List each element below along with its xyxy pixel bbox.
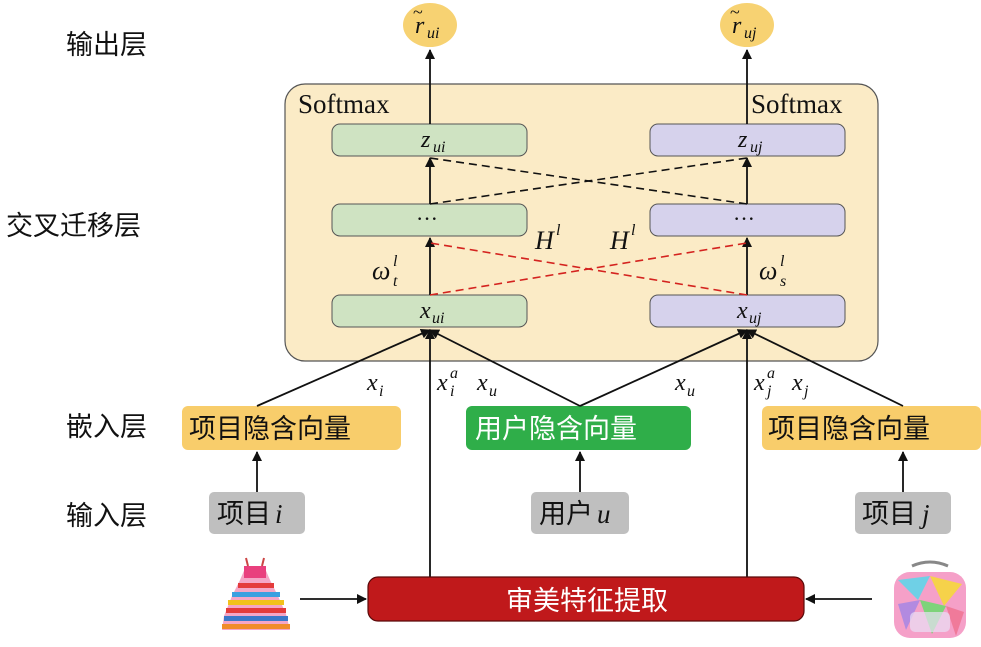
label-xja-sub: j	[765, 383, 772, 400]
input-user-u-box	[531, 492, 629, 534]
cross-dashed-black-2	[429, 157, 748, 205]
arrow-embed-item-to-xuj	[746, 329, 904, 407]
omega-s-sub: s	[780, 273, 786, 290]
output-node-left	[403, 3, 457, 47]
label-xu-right-base: x	[674, 370, 686, 396]
aesthetic-extraction-box	[367, 576, 805, 622]
layer-label-output: 输出层	[66, 30, 147, 61]
input-item-j-text: 项目	[862, 499, 916, 530]
input-item-i-var: i	[275, 499, 283, 529]
softmax-label-right: Softmax	[751, 89, 843, 119]
x-uj-base: x	[736, 298, 748, 324]
label-xi-sub: i	[379, 383, 383, 400]
label-xu-right-sub: u	[687, 383, 695, 400]
input-item-i-box	[209, 492, 305, 534]
h-left-sup: l	[556, 222, 561, 239]
label-xia-sub: i	[450, 383, 454, 400]
dots-right: ···	[733, 206, 755, 231]
label-xj-base: x	[791, 370, 803, 396]
label-xia-sup: a	[450, 365, 458, 382]
layer-label-cross: 交叉迁移层	[6, 211, 141, 242]
embed-user-box	[466, 406, 691, 450]
layer-label-input: 输入层	[66, 501, 147, 532]
dots-left: ···	[416, 206, 438, 231]
embed-item-right-label: 项目隐含向量	[768, 414, 930, 445]
input-user-u-text: 用户	[539, 499, 593, 530]
input-item-j-var: j	[919, 499, 930, 529]
omega-s-base: ω	[759, 256, 777, 285]
h-right-sup: l	[631, 222, 636, 239]
input-user-u-var: u	[597, 499, 611, 529]
omega-t-sup: l	[393, 253, 398, 270]
label-xja-base: x	[753, 370, 765, 396]
output-left-base: r	[415, 13, 425, 39]
input-item-i-text: 项目	[217, 499, 271, 530]
z-ui-sub: ui	[433, 139, 445, 156]
layer-label-embed: 嵌入层	[66, 412, 147, 443]
cross-dashed-red-2	[429, 242, 748, 296]
omega-s-sup: l	[780, 253, 785, 270]
label-xu-left-base: x	[476, 370, 488, 396]
label-xi-base: x	[366, 370, 378, 396]
h-right-base: H	[609, 226, 630, 255]
x-uj-sub: uj	[749, 310, 762, 327]
input-item-j-box	[855, 492, 951, 534]
dress-image	[222, 557, 290, 630]
h-left-base: H	[534, 226, 555, 255]
embed-user-label: 用户隐含向量	[475, 414, 637, 445]
label-xu-left-sub: u	[489, 383, 497, 400]
arrow-embed-user-to-xuj	[579, 329, 748, 407]
aesthetic-extraction-label: 审美特征提取	[506, 586, 668, 617]
output-node-right	[720, 3, 774, 47]
label-xj-sub: j	[802, 383, 809, 400]
z-uj-base: z	[737, 127, 748, 153]
omega-t-sub: t	[393, 273, 398, 290]
softmax-label-left: Softmax	[298, 89, 390, 119]
backpack-image	[894, 560, 966, 638]
x-ui-sub: ui	[432, 310, 444, 327]
output-left-tilde: ~	[413, 2, 423, 22]
embed-item-left-box	[182, 406, 401, 450]
label-xja-sup: a	[767, 365, 775, 382]
z-ui-base: z	[420, 127, 431, 153]
label-xia-base: x	[436, 370, 448, 396]
omega-t-base: ω	[372, 256, 390, 285]
output-right-sub: uj	[744, 25, 757, 42]
output-right-base: r	[732, 13, 742, 39]
arrow-embed-item-to-xui	[256, 329, 431, 407]
arrow-embed-user-to-xui	[429, 329, 581, 407]
box-z-uj	[649, 123, 846, 157]
x-ui-base: x	[419, 298, 431, 324]
embed-item-left-label: 项目隐含向量	[189, 414, 351, 445]
embed-item-right-box	[762, 406, 981, 450]
output-left-sub: ui	[427, 25, 439, 42]
output-right-tilde: ~	[730, 2, 740, 22]
z-uj-sub: uj	[750, 139, 763, 156]
